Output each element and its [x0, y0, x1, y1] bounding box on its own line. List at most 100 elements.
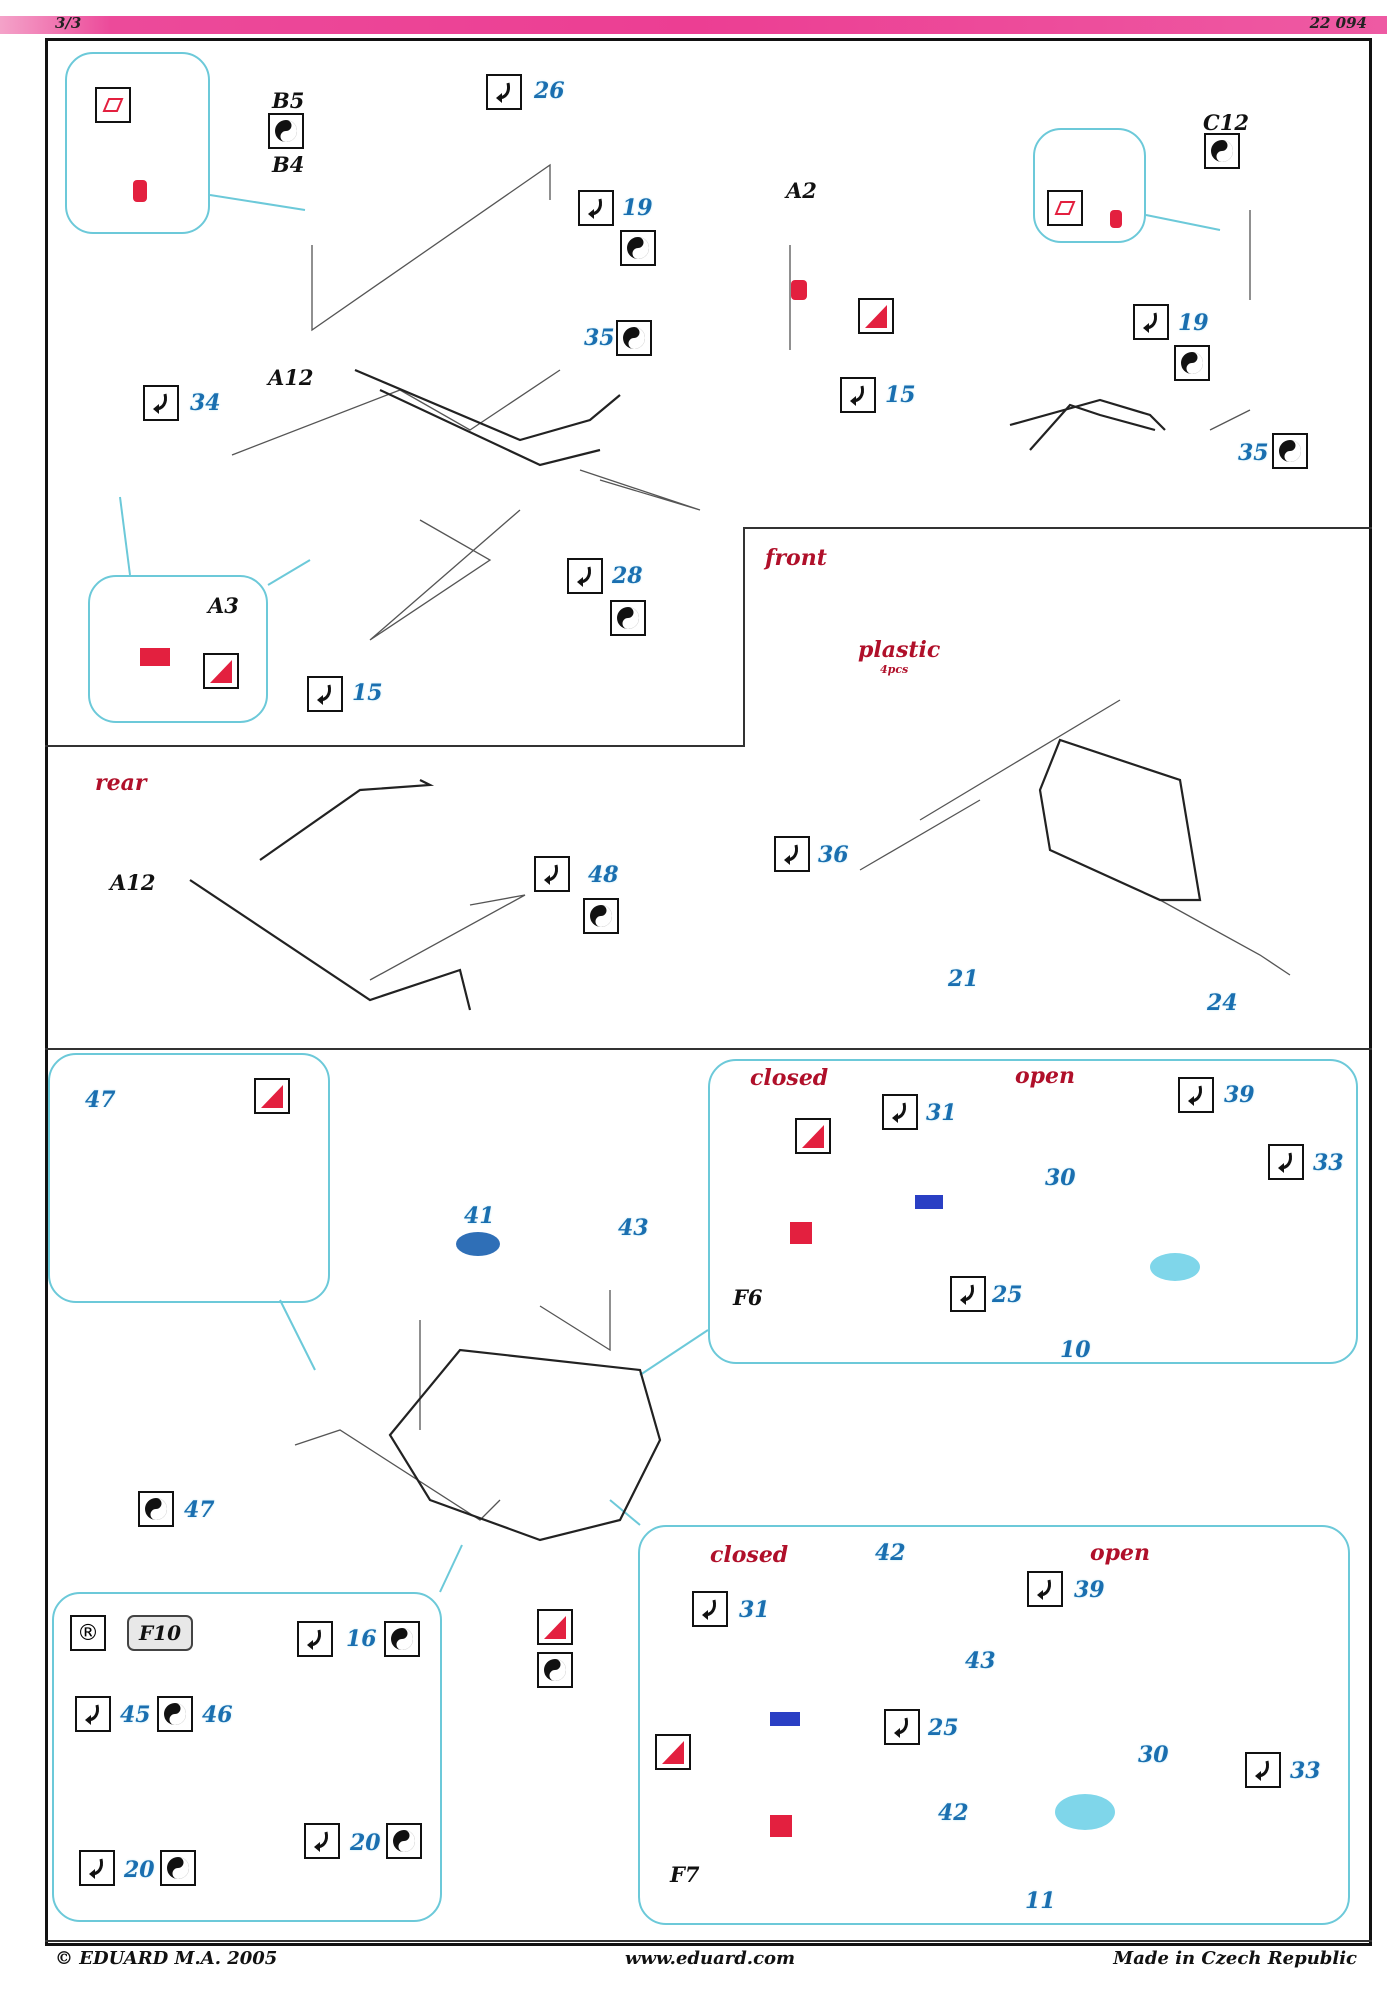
- divider-top-left: [45, 745, 745, 747]
- pe-part-39: 39: [1224, 1082, 1255, 1108]
- copyright: © EDUARD M.A. 2005: [55, 1948, 278, 1969]
- pe-part-19: 19: [622, 195, 653, 221]
- divider-top-right: [743, 527, 1372, 529]
- fold-icon: [774, 836, 810, 872]
- pe-part-47: 47: [85, 1087, 116, 1113]
- yin-yang-bend-icon: [1174, 345, 1210, 381]
- fold-icon: [307, 676, 343, 712]
- pe-part-25: 25: [992, 1282, 1023, 1308]
- paint-swatch-icon: [1047, 190, 1083, 226]
- yin-yang-bend-icon: [268, 113, 304, 149]
- closed-label-f7: closed: [710, 1542, 789, 1568]
- pe-part-24: 24: [1207, 990, 1238, 1016]
- fold-icon: [1245, 1752, 1281, 1788]
- plastic-label: plastic: [858, 637, 941, 663]
- open-label-f6: open: [1015, 1063, 1076, 1089]
- yin-yang-bend-icon: [620, 230, 656, 266]
- detail-bubble-f10: [52, 1592, 442, 1922]
- yin-yang-bend-icon: [160, 1850, 196, 1886]
- pe-part-46: 46: [202, 1702, 233, 1728]
- registered-remove-icon: ®: [70, 1615, 106, 1651]
- fold-icon: [1268, 1144, 1304, 1180]
- pe-part-34: 34: [190, 390, 221, 416]
- website-link[interactable]: www.eduard.com: [625, 1948, 796, 1969]
- open-label-f7: open: [1090, 1540, 1151, 1566]
- paint-swatch-icon: [254, 1078, 290, 1114]
- divider-middle: [45, 1048, 1372, 1050]
- paint-swatch-icon: [655, 1734, 691, 1770]
- divider-vertical: [743, 527, 745, 747]
- part-label-f7: F7: [670, 1862, 700, 1887]
- pe-part-39: 39: [1074, 1577, 1105, 1603]
- pe-part-43: 43: [618, 1215, 649, 1241]
- pe-part-41: 41: [464, 1203, 495, 1229]
- origin: Made in Czech Republic: [1113, 1948, 1357, 1969]
- pe-part-21: 21: [948, 966, 979, 992]
- pe-part-45: 45: [120, 1702, 151, 1728]
- part-label-a2: A2: [786, 178, 817, 203]
- pe-part-20: 20: [124, 1857, 155, 1883]
- instruction-frame: [45, 38, 1372, 1946]
- yin-yang-bend-icon: [384, 1621, 420, 1657]
- detail-bubble-a3: [88, 575, 268, 723]
- fold-icon: [75, 1696, 111, 1732]
- pe-part-30: 30: [1138, 1742, 1169, 1768]
- pe-part-35: 35: [584, 325, 615, 351]
- fold-icon: [79, 1850, 115, 1886]
- part-label-a12-top: A12: [268, 365, 314, 390]
- fold-icon: [1027, 1571, 1063, 1607]
- yin-yang-bend-icon: [537, 1652, 573, 1688]
- yin-yang-bend-icon: [616, 320, 652, 356]
- paint-swatch-icon: [537, 1609, 573, 1645]
- pe-part-16: 16: [346, 1626, 377, 1652]
- yin-yang-bend-icon: [1272, 433, 1308, 469]
- yin-yang-bend-icon: [386, 1823, 422, 1859]
- front-label: front: [765, 545, 827, 571]
- pe-part-47: 47: [184, 1497, 215, 1523]
- rear-label: rear: [95, 770, 147, 796]
- fold-icon: [567, 558, 603, 594]
- fold-icon: [1178, 1077, 1214, 1113]
- paint-swatch-icon: [858, 298, 894, 334]
- part-label-b4: B4: [272, 152, 305, 177]
- paint-swatch-icon: [795, 1118, 831, 1154]
- header-bar: [0, 16, 1387, 34]
- pe-part-19: 19: [1178, 310, 1209, 336]
- pe-part-36: 36: [818, 842, 849, 868]
- part-label-f10: F10: [127, 1615, 193, 1651]
- fold-icon: [297, 1621, 333, 1657]
- fold-icon: [882, 1094, 918, 1130]
- paint-swatch-icon: [203, 653, 239, 689]
- yin-yang-bend-icon: [1204, 133, 1240, 169]
- part-label-a12-rear: A12: [110, 870, 156, 895]
- fold-icon: [692, 1591, 728, 1627]
- paint-swatch-icon: [95, 87, 131, 123]
- detail-bubble-f7-hatch: [638, 1525, 1350, 1925]
- yin-yang-bend-icon: [157, 1696, 193, 1732]
- pe-part-10: 10: [1060, 1337, 1091, 1363]
- pe-part-26: 26: [534, 78, 565, 104]
- fold-icon: [534, 856, 570, 892]
- fold-icon: [884, 1709, 920, 1745]
- yin-yang-bend-icon: [610, 600, 646, 636]
- pe-part-42: 42: [875, 1540, 906, 1566]
- pe-part-15: 15: [885, 382, 916, 408]
- detail-bubble-antenna-base: [65, 52, 210, 234]
- pe-part-15: 15: [352, 680, 383, 706]
- detail-bubble-f6-hatch: [708, 1059, 1358, 1364]
- fold-icon: [486, 74, 522, 110]
- pe-part-30: 30: [1045, 1165, 1076, 1191]
- closed-label-f6: closed: [750, 1065, 829, 1091]
- divider-footer: [45, 1940, 1372, 1942]
- pe-part-33: 33: [1313, 1150, 1344, 1176]
- pe-part-48: 48: [588, 862, 619, 888]
- pe-part-20: 20: [350, 1830, 381, 1856]
- yin-yang-bend-icon: [138, 1491, 174, 1527]
- pe-part-31: 31: [926, 1100, 957, 1126]
- fold-icon: [304, 1823, 340, 1859]
- fold-icon: [578, 190, 614, 226]
- part-label-b5: B5: [272, 88, 305, 113]
- fold-icon: [950, 1276, 986, 1312]
- fold-icon: [143, 385, 179, 421]
- part-label-f6: F6: [733, 1285, 763, 1310]
